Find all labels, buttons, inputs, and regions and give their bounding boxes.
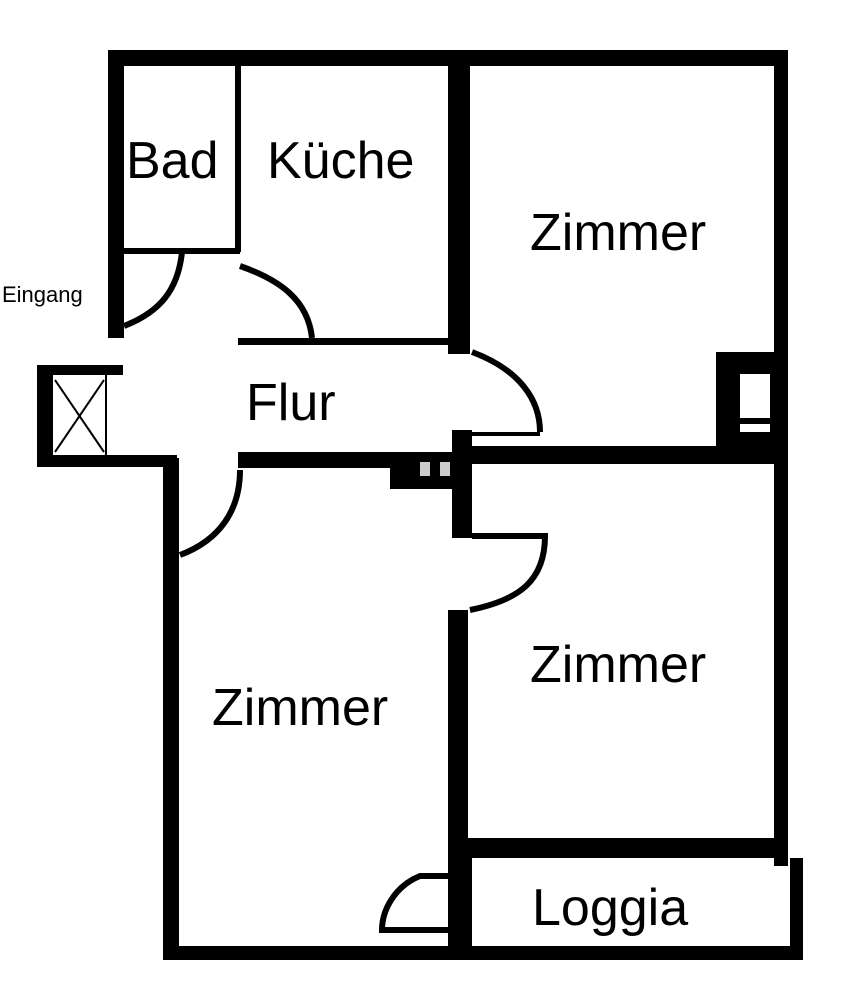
door-kueche [239,263,315,339]
room-label-zimmer-bottom-left: Zimmer [212,679,388,737]
exterior-walls [108,50,803,960]
door-loggia [378,873,458,933]
niche-top-wall [37,365,123,375]
entrance-label: Eingang [2,282,83,307]
niche-left-wall [37,365,53,467]
left-wall-lower [163,458,179,958]
loggia-top-wall [468,838,788,858]
niche-cross-line [54,379,105,453]
entrance-niche [37,365,177,467]
left-wall-upper [108,50,124,338]
room-label-bad: Bad [126,132,219,190]
room-label-zimmer-top-right: Zimmer [530,204,706,262]
bad-bottom-wall [124,248,240,254]
shaft-opening [740,424,770,432]
doors [122,251,549,933]
kueche-bottom-wall [238,338,450,345]
room-label-zimmer-mid-right: Zimmer [530,636,706,694]
interior-walls [124,66,803,958]
door-entrance [122,251,185,329]
loggia-left-wall [458,858,472,948]
zimmer-divider-wall [470,446,774,464]
bad-kueche-wall [235,66,241,252]
meter [440,462,450,476]
door-zimmer-top [470,349,543,433]
meter [420,462,430,476]
top-wall [108,50,788,66]
room-label-kueche: Küche [267,132,414,190]
room-label-loggia: Loggia [532,879,688,937]
door-zimmer-bottom-left [178,469,243,558]
loggia-right-wall [790,858,803,958]
kueche-zimmer-wall [448,66,470,354]
shaft-opening [740,374,770,418]
niche-bottom-wall [37,455,177,467]
door-zimmer-mid-right [469,533,549,613]
room-label-flur: Flur [246,374,336,432]
right-wall [774,66,788,866]
bottom-wall [163,946,803,960]
